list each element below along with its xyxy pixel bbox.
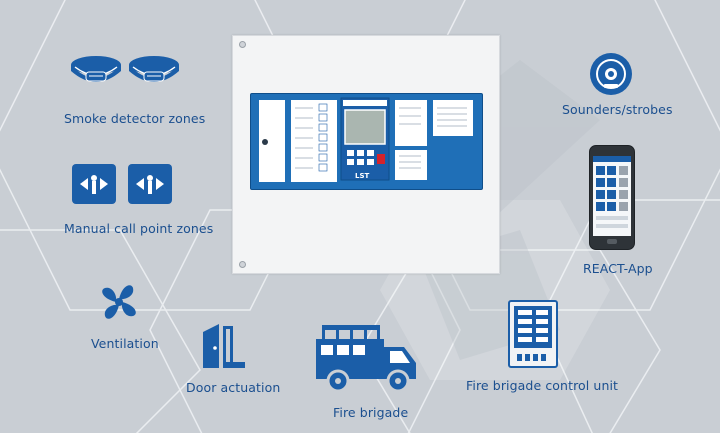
- manual-call-point-icon: [72, 164, 116, 204]
- control-unit-label: Fire brigade control unit: [466, 378, 619, 393]
- manual-call-point-icon: [128, 164, 172, 204]
- react-app-label: REACT-App: [583, 261, 653, 276]
- brand-logo: LST: [355, 172, 370, 180]
- smartphone-icon: [589, 145, 635, 250]
- door-actuation-label: Door actuation: [186, 380, 281, 395]
- smoke-detector-icon: [129, 56, 179, 82]
- smoke-detector-label: Smoke detector zones: [64, 111, 206, 126]
- home-button: [607, 239, 617, 244]
- fan-icon: [102, 285, 136, 319]
- siren-icon: [590, 53, 632, 95]
- ventilation-label: Ventilation: [91, 336, 159, 351]
- fire-alarm-panel: LST: [232, 35, 500, 274]
- control-cabinet-icon: [508, 300, 558, 368]
- fire-brigade-label: Fire brigade: [333, 405, 409, 420]
- door-icon: [203, 324, 245, 368]
- screw: [239, 261, 246, 268]
- sounders-label: Sounders/strobes: [562, 102, 673, 117]
- screw: [239, 41, 246, 48]
- app-screen: [593, 156, 631, 236]
- panel-front: LST: [250, 93, 483, 190]
- smoke-detector-icon: [71, 56, 121, 82]
- manual-call-point-label: Manual call point zones: [64, 221, 214, 236]
- fire-truck-icon: [316, 325, 416, 393]
